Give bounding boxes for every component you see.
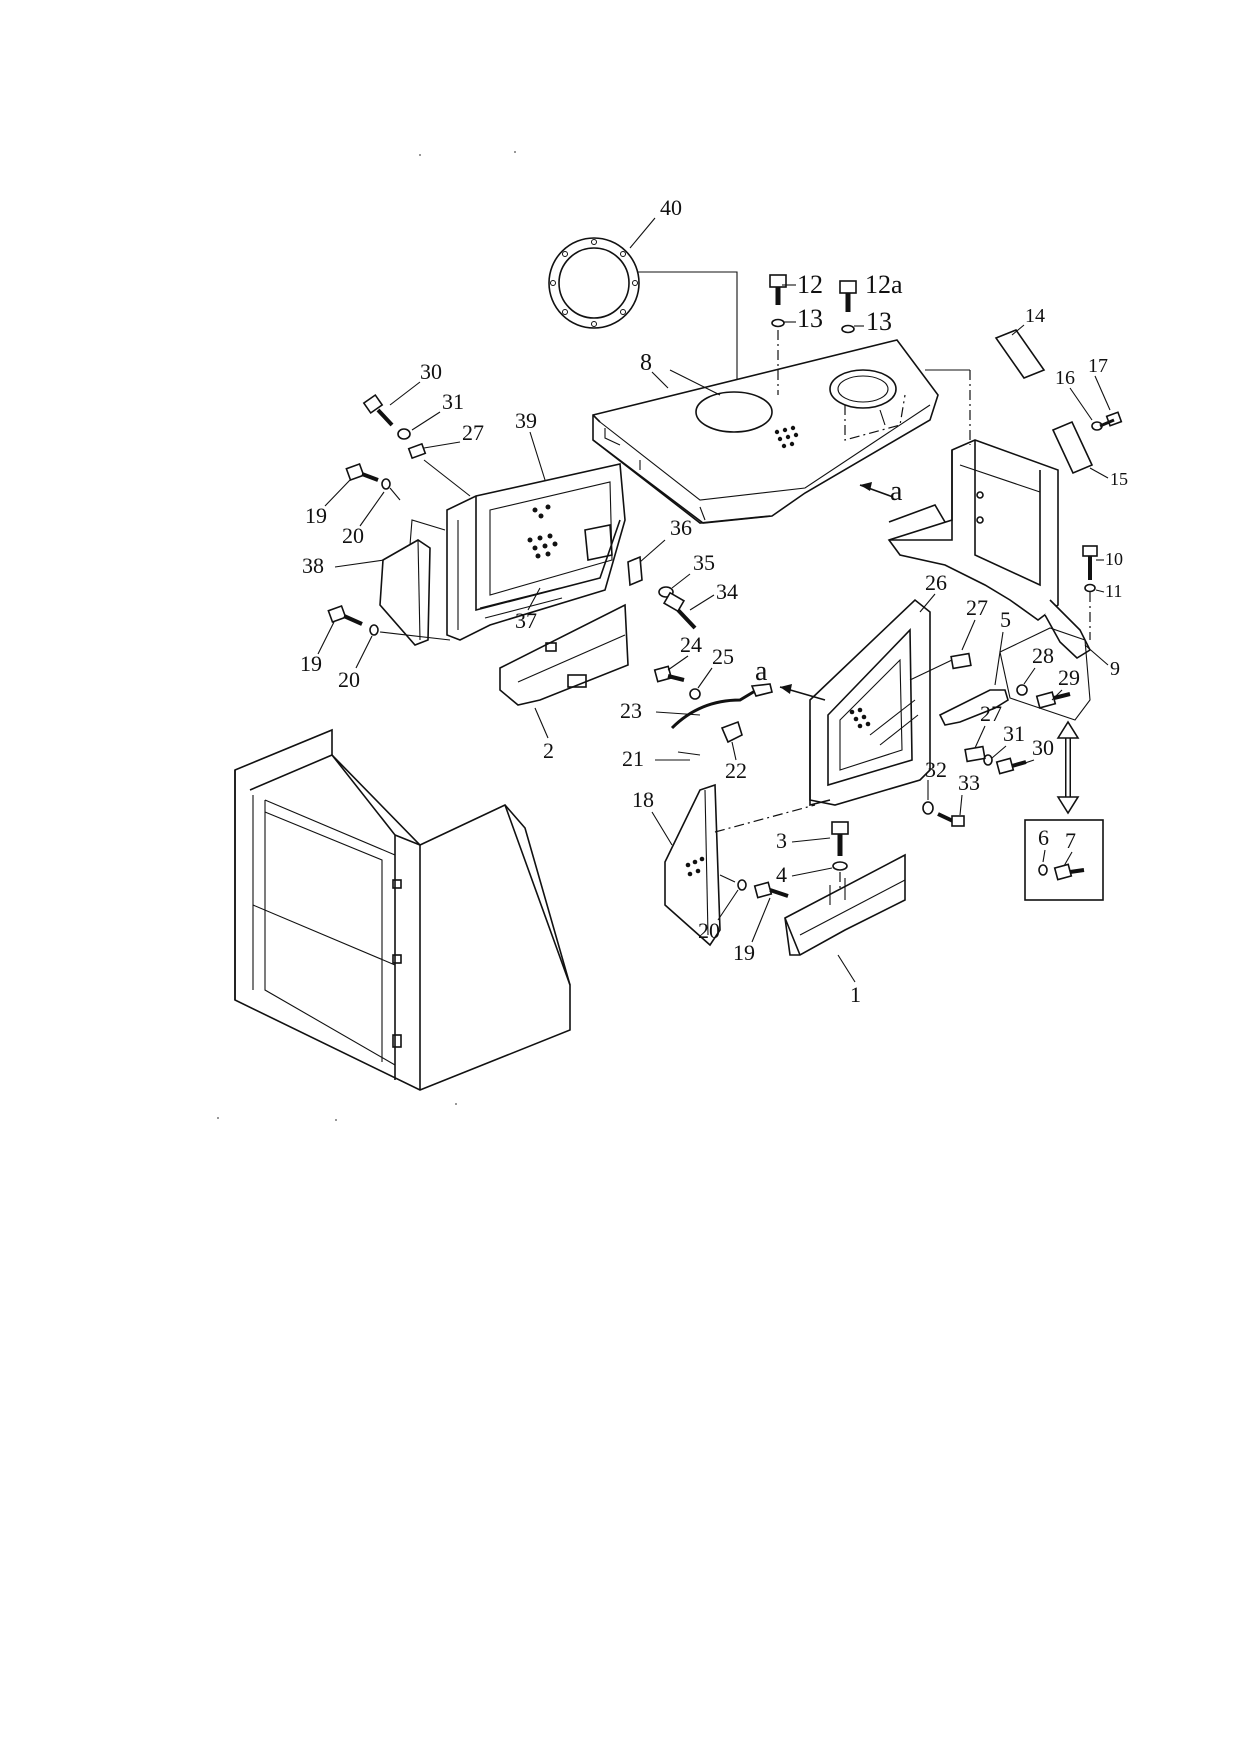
callout-34: 34 — [716, 579, 738, 604]
callout-19b: 19 — [300, 651, 322, 676]
callout-35: 35 — [693, 550, 715, 575]
callout-12: 12 — [797, 270, 823, 299]
callout-20c: 20 — [698, 918, 720, 943]
part-1-bottom-plate — [784, 853, 906, 956]
fasteners-19-20-left — [327, 462, 451, 641]
callout-6: 6 — [1038, 825, 1049, 850]
part-38-bracket — [379, 519, 446, 646]
callout-27a: 27 — [462, 420, 484, 445]
callout-27c: 27 — [980, 701, 1002, 726]
callout-38: 38 — [302, 553, 324, 578]
callout-18: 18 — [632, 787, 654, 812]
callout-10: 10 — [1105, 549, 1123, 569]
callout-1: 1 — [850, 982, 861, 1007]
callout-26: 26 — [925, 570, 947, 595]
callout-33: 33 — [958, 770, 980, 795]
callout-27b: 27 — [966, 595, 988, 620]
callout-13b: 13 — [866, 307, 892, 336]
part-9-right-frame — [859, 369, 1092, 660]
fasteners-19-20-bottom — [719, 874, 789, 899]
callout-22: 22 — [725, 758, 747, 783]
callout-2: 2 — [543, 738, 554, 763]
part-26-door-panel — [779, 598, 931, 807]
callout-17: 17 — [1088, 355, 1108, 377]
interchange-arrow — [1056, 720, 1080, 815]
callout-5: 5 — [1000, 607, 1011, 632]
callout-30a: 30 — [420, 359, 442, 384]
callout-31a: 31 — [442, 389, 464, 414]
callout-37: 37 — [515, 608, 537, 633]
callout-labels: 40 12 12a 13 13 14 8 17 16 15 30 31 27 3… — [300, 195, 1128, 1007]
callout-20b: 20 — [338, 667, 360, 692]
callout-7: 7 — [1065, 828, 1076, 853]
detail-box-6-7 — [1024, 819, 1104, 901]
callout-23: 23 — [620, 698, 642, 723]
fasteners-30-31-27 — [362, 393, 471, 497]
handle-5-latches-27 — [909, 652, 1009, 763]
part-18-bracket — [664, 783, 816, 947]
fasteners-34-35-36 — [627, 555, 697, 630]
callout-20a: 20 — [342, 523, 364, 548]
callout-a1: a — [890, 476, 903, 507]
callout-40: 40 — [660, 195, 682, 220]
callout-29: 29 — [1058, 665, 1080, 690]
callout-a2: a — [755, 656, 768, 687]
callout-25: 25 — [712, 644, 734, 669]
scan-specks — [217, 151, 516, 1121]
callout-21: 21 — [622, 746, 644, 771]
callout-11: 11 — [1105, 581, 1122, 601]
callout-30b: 30 — [1032, 735, 1054, 760]
callout-19c: 19 — [733, 940, 755, 965]
part-40-gasket — [548, 237, 738, 395]
part-8-top-cover — [592, 339, 939, 524]
cable-23-clip-22 — [653, 665, 773, 756]
bolts-12-12a — [769, 274, 857, 395]
callout-12a: 12a — [865, 270, 903, 299]
callout-39: 39 — [515, 408, 537, 433]
cabinet-enclosure — [234, 728, 571, 1091]
callout-19a: 19 — [305, 503, 327, 528]
callout-32: 32 — [925, 757, 947, 782]
callout-24: 24 — [680, 632, 702, 657]
callout-28: 28 — [1032, 643, 1054, 668]
callout-14: 14 — [1025, 305, 1045, 327]
callout-3: 3 — [776, 828, 787, 853]
callout-31b: 31 — [1003, 721, 1025, 746]
callout-15: 15 — [1110, 469, 1128, 489]
part-2-plate — [499, 603, 629, 706]
fasteners-30-33-right — [922, 754, 1027, 827]
part-39-left-panel — [446, 463, 626, 641]
callout-16: 16 — [1055, 367, 1075, 389]
callout-36: 36 — [670, 515, 692, 540]
callout-9: 9 — [1110, 658, 1120, 680]
callout-4: 4 — [776, 862, 787, 887]
bolt-10-washer-11 — [1082, 545, 1098, 640]
plates-14-15 — [994, 329, 1123, 475]
callout-13a: 13 — [797, 304, 823, 333]
callout-8: 8 — [640, 350, 652, 376]
